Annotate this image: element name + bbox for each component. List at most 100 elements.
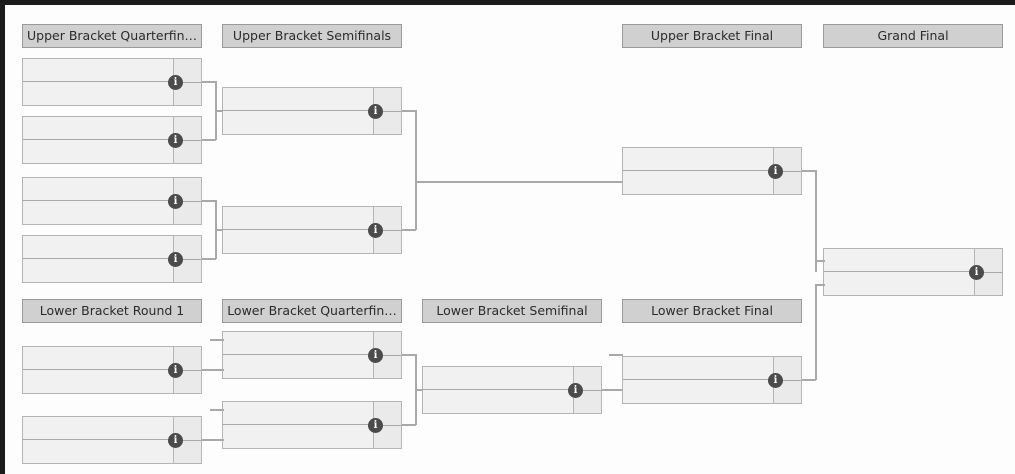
match-ub-qf-4[interactable]: i bbox=[22, 235, 202, 283]
info-icon[interactable]: i bbox=[768, 164, 783, 179]
info-icon[interactable]: i bbox=[168, 433, 183, 448]
info-icon[interactable]: i bbox=[368, 348, 383, 363]
connector-segment bbox=[202, 258, 216, 260]
team-name bbox=[229, 425, 369, 448]
connector-segment bbox=[802, 379, 816, 381]
connector-segment bbox=[202, 369, 224, 371]
match-slot-top[interactable] bbox=[23, 236, 173, 259]
match-slot-top[interactable] bbox=[223, 207, 373, 230]
info-icon[interactable]: i bbox=[168, 252, 183, 267]
connector-segment bbox=[215, 229, 223, 231]
match-slot-bottom[interactable] bbox=[23, 140, 173, 163]
round-header-lower-bracket-round-1[interactable]: Lower Bracket Round 1 bbox=[22, 299, 202, 323]
match-ub-final[interactable]: i bbox=[622, 147, 802, 195]
match-slot-bottom[interactable] bbox=[824, 272, 974, 295]
match-slot-bottom[interactable] bbox=[223, 425, 373, 448]
connector-segment bbox=[210, 339, 224, 341]
round-header-upper-bracket-quarterfinals[interactable]: Upper Bracket Quarterfin… bbox=[22, 24, 202, 48]
team-name bbox=[29, 347, 169, 370]
info-icon[interactable]: i bbox=[568, 383, 583, 398]
match-slot-bottom[interactable] bbox=[223, 355, 373, 378]
match-lb-r1-2[interactable]: i bbox=[22, 416, 202, 464]
match-slot-top[interactable] bbox=[23, 117, 173, 140]
round-header-lower-bracket-semifinal[interactable]: Lower Bracket Semifinal bbox=[422, 299, 602, 323]
match-grand-final[interactable]: i bbox=[823, 248, 1003, 296]
match-slot-top[interactable] bbox=[623, 148, 773, 171]
connector-segment bbox=[215, 110, 223, 112]
match-slot-bottom[interactable] bbox=[223, 230, 373, 253]
match-slot-top[interactable] bbox=[824, 249, 974, 272]
match-lb-r1-1[interactable]: i bbox=[22, 346, 202, 394]
match-lb-qf-1[interactable]: i bbox=[222, 331, 402, 379]
connector-segment bbox=[415, 389, 423, 391]
match-slot-top[interactable] bbox=[23, 417, 173, 440]
info-icon[interactable]: i bbox=[368, 418, 383, 433]
match-lb-qf-2[interactable]: i bbox=[222, 401, 402, 449]
match-lb-semifinal[interactable]: i bbox=[422, 366, 602, 414]
match-slot-bottom[interactable] bbox=[23, 82, 173, 105]
match-slot-bottom[interactable] bbox=[623, 380, 773, 403]
info-icon[interactable]: i bbox=[168, 75, 183, 90]
match-slot-bottom[interactable] bbox=[23, 201, 173, 224]
team-name bbox=[29, 117, 169, 140]
match-slot-bottom[interactable] bbox=[23, 259, 173, 282]
team-name bbox=[229, 402, 369, 425]
info-icon[interactable]: i bbox=[168, 133, 183, 148]
connector-segment bbox=[415, 110, 417, 230]
match-ub-qf-3[interactable]: i bbox=[22, 177, 202, 225]
match-slot-top[interactable] bbox=[423, 367, 573, 390]
team-name bbox=[629, 380, 769, 403]
match-slot-top[interactable] bbox=[223, 332, 373, 355]
connector-segment bbox=[202, 81, 216, 83]
match-slot-top[interactable] bbox=[623, 357, 773, 380]
connector-segment bbox=[402, 110, 416, 112]
match-slot-bottom[interactable] bbox=[23, 440, 173, 463]
info-icon[interactable]: i bbox=[368, 223, 383, 238]
team-name bbox=[29, 140, 169, 163]
team-name bbox=[29, 178, 169, 201]
match-slot-top[interactable] bbox=[23, 347, 173, 370]
team-name bbox=[629, 171, 769, 194]
connector-segment bbox=[815, 284, 817, 380]
match-ub-qf-2[interactable]: i bbox=[22, 116, 202, 164]
connector-segment bbox=[815, 170, 817, 272]
team-name bbox=[629, 357, 769, 380]
team-name bbox=[229, 332, 369, 355]
connector-segment bbox=[402, 229, 416, 231]
team-name bbox=[229, 88, 369, 111]
info-icon[interactable]: i bbox=[768, 373, 783, 388]
connector-segment bbox=[815, 260, 825, 262]
match-ub-qf-1[interactable]: i bbox=[22, 58, 202, 106]
info-icon[interactable]: i bbox=[368, 104, 383, 119]
match-slot-top[interactable] bbox=[23, 178, 173, 201]
team-name bbox=[29, 440, 169, 463]
connector-segment bbox=[802, 170, 816, 172]
match-slot-top[interactable] bbox=[23, 59, 173, 82]
team-name bbox=[29, 370, 169, 393]
connector-segment bbox=[402, 354, 416, 356]
match-slot-top[interactable] bbox=[223, 402, 373, 425]
round-header-lower-bracket-final[interactable]: Lower Bracket Final bbox=[622, 299, 802, 323]
info-icon[interactable]: i bbox=[168, 363, 183, 378]
round-header-upper-bracket-semifinals[interactable]: Upper Bracket Semifinals bbox=[222, 24, 402, 48]
match-ub-sf-2[interactable]: i bbox=[222, 206, 402, 254]
round-header-lower-bracket-quarterfinals[interactable]: Lower Bracket Quarterfin… bbox=[222, 299, 402, 323]
round-header-upper-bracket-final[interactable]: Upper Bracket Final bbox=[622, 24, 802, 48]
team-name bbox=[629, 148, 769, 171]
round-header-grand-final[interactable]: Grand Final bbox=[823, 24, 1003, 48]
match-lb-final[interactable]: i bbox=[622, 356, 802, 404]
match-slot-top[interactable] bbox=[223, 88, 373, 111]
info-icon[interactable]: i bbox=[168, 194, 183, 209]
match-ub-sf-1[interactable]: i bbox=[222, 87, 402, 135]
match-slot-bottom[interactable] bbox=[423, 390, 573, 413]
info-icon[interactable]: i bbox=[969, 265, 984, 280]
match-slot-bottom[interactable] bbox=[223, 111, 373, 134]
match-slot-bottom[interactable] bbox=[23, 370, 173, 393]
connector-segment bbox=[202, 439, 224, 441]
team-name bbox=[29, 201, 169, 224]
match-slot-bottom[interactable] bbox=[623, 171, 773, 194]
connector-segment bbox=[815, 284, 825, 286]
team-name bbox=[229, 111, 369, 134]
team-name bbox=[229, 355, 369, 378]
team-name bbox=[429, 367, 569, 390]
